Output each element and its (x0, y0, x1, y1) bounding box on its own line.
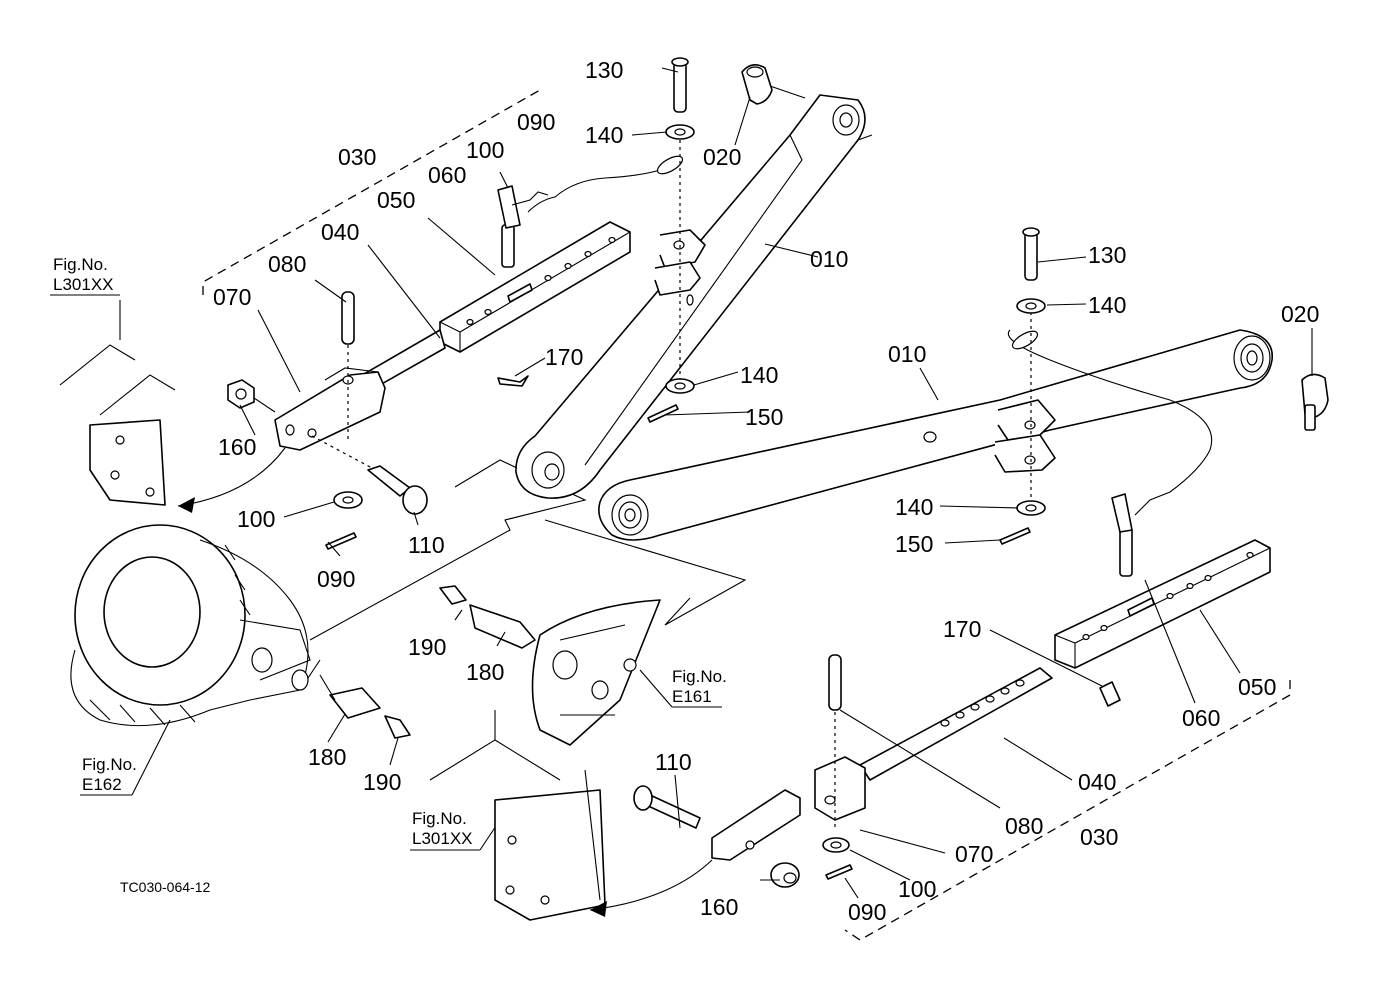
mount-arrow-right (589, 859, 713, 911)
label-190-low: 190 (363, 769, 401, 795)
label-160-left: 160 (218, 434, 256, 460)
figure-ref-l301xx-low-line2: L301XX (412, 829, 473, 848)
label-020-right: 020 (1281, 301, 1319, 327)
label-140-right-top: 140 (1088, 292, 1126, 318)
label-030-left: 030 (338, 144, 376, 170)
label-170-right: 170 (943, 616, 981, 642)
label-080-left: 080 (268, 251, 306, 277)
label-070-right: 070 (955, 841, 993, 867)
label-150-right: 150 (895, 531, 933, 557)
label-060-left: 060 (428, 162, 466, 188)
figure-ref-e162-line1: Fig.No. (82, 755, 137, 774)
assembly-030-outline-right (844, 680, 1291, 941)
connection-lines (50, 294, 747, 851)
check-chain-assembly-right (633, 227, 1329, 888)
label-110-left: 110 (408, 532, 445, 558)
figure-ref-e161-line2: E161 (672, 687, 712, 706)
label-130-top: 130 (585, 57, 623, 83)
label-010-right: 010 (888, 341, 926, 367)
label-130-right: 130 (1088, 242, 1126, 268)
frame-bracket-upper (59, 344, 176, 506)
figure-ref-l301xx-top-line1: Fig.No. (53, 255, 108, 274)
label-190-mid: 190 (408, 634, 446, 660)
mount-arrow-left-head (178, 497, 195, 513)
label-170-left: 170 (545, 344, 583, 370)
label-180-low: 180 (308, 744, 346, 770)
diagram-code: TC030-064-12 (120, 879, 210, 895)
label-090-left: 090 (317, 566, 355, 592)
figure-ref-l301xx-top-line2: L301XX (53, 275, 114, 294)
label-080-right: 080 (1005, 813, 1043, 839)
label-150-mid-left: 150 (745, 404, 783, 430)
label-050-left: 050 (377, 187, 415, 213)
label-090-top: 090 (517, 109, 555, 135)
frame-bracket-lower (429, 710, 606, 921)
label-100-top: 100 (466, 137, 504, 163)
label-110-low: 110 (655, 749, 692, 775)
tractor-rear-axle (70, 524, 411, 739)
label-010-left: 010 (810, 246, 848, 272)
figure-ref-e162-line2: E162 (82, 775, 122, 794)
label-030-right: 030 (1080, 824, 1118, 850)
label-070-left: 070 (213, 284, 251, 310)
label-160-low: 160 (700, 894, 738, 920)
check-chain-assembly-left (227, 57, 806, 550)
label-140-mid-left: 140 (740, 362, 778, 388)
label-180-mid: 180 (466, 659, 504, 685)
lower-link-arm-upper (515, 94, 873, 499)
label-020-left: 020 (703, 144, 741, 170)
label-140-top: 140 (585, 122, 623, 148)
assembly-030-outline-left (202, 89, 541, 295)
label-060-right: 060 (1182, 705, 1220, 731)
figure-ref-l301xx-low-line1: Fig.No. (412, 809, 467, 828)
label-050-right: 050 (1238, 674, 1276, 700)
label-040-left: 040 (321, 219, 359, 245)
mount-arrow-right-head (590, 901, 607, 917)
label-100-left: 100 (237, 506, 275, 532)
label-140-right-mid: 140 (895, 494, 933, 520)
label-040-right: 040 (1078, 769, 1116, 795)
figure-ref-e161-line1: Fig.No. (672, 667, 727, 686)
label-090-low: 090 (848, 899, 886, 925)
lower-link-arm-lower (598, 329, 1273, 541)
lower-hitch-bracket (439, 585, 661, 746)
leader-lines (239, 67, 1313, 899)
label-100-low: 100 (898, 876, 936, 902)
